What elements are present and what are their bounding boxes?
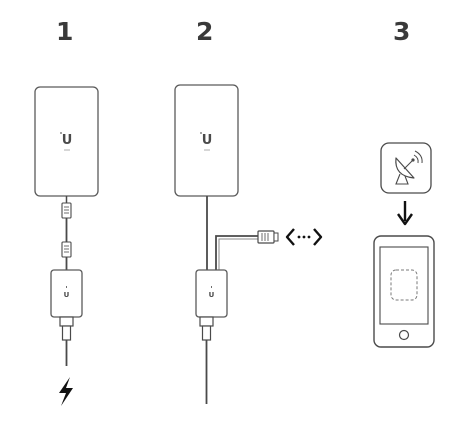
smartphone-icon xyxy=(373,235,435,348)
step-1-power-cable xyxy=(59,316,74,366)
step-1-group: U U xyxy=(34,86,99,406)
satellite-dish-icon xyxy=(380,142,432,194)
step-2-power-cable xyxy=(199,316,214,404)
step-number-1: 1 xyxy=(56,17,73,46)
step-3-group xyxy=(373,142,435,348)
step-2-poe-injector: U xyxy=(195,269,228,318)
arrow-down-icon xyxy=(397,201,413,226)
step-1-upper-connector xyxy=(61,196,72,219)
step-2-group: U U xyxy=(174,84,323,404)
injector-logo-2: U xyxy=(209,291,215,299)
bidirectional-arrow-icon xyxy=(285,228,323,246)
step-number-2: 2 xyxy=(196,17,213,46)
step-2-access-point: U xyxy=(174,84,239,197)
device-logo: U xyxy=(62,133,73,148)
step-2-lan-cable xyxy=(215,230,279,270)
step-number-3: 3 xyxy=(393,17,410,46)
step-1-lower-connector xyxy=(61,218,72,270)
step-1-poe-injector: U xyxy=(50,269,83,318)
device-logo-2: U xyxy=(202,133,213,148)
injector-logo: U xyxy=(64,291,70,299)
lightning-bolt-icon xyxy=(59,377,73,406)
step-1-access-point: U xyxy=(34,86,99,197)
